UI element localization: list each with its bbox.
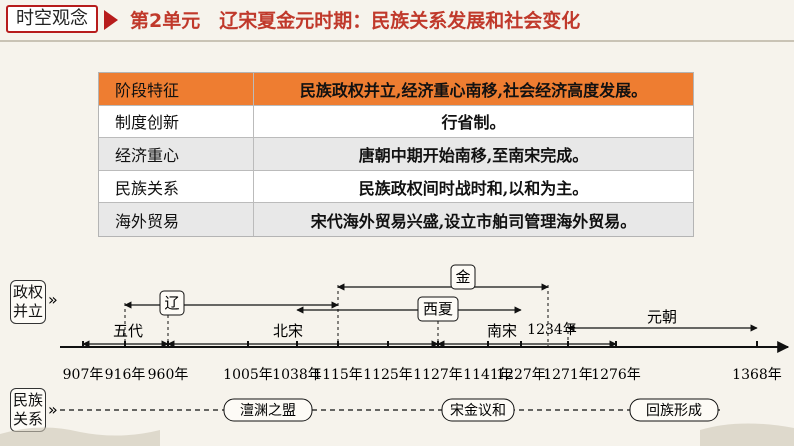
row-value: 宋代海外贸易兴盛,设立市舶司管理海外贸易。 xyxy=(310,211,637,231)
table-row: 制度创新 行省制。 xyxy=(99,105,693,139)
header-bar xyxy=(0,0,794,40)
regime-label: 五代 xyxy=(113,322,143,340)
year-label: 1141年 xyxy=(463,367,513,383)
row-label: 民族关系 xyxy=(99,170,254,203)
row-value: 民族政权间时战时和,以和为主。 xyxy=(358,178,589,198)
year-label: 1038年 xyxy=(272,367,322,383)
end-year-marker: 1234年 xyxy=(527,322,577,338)
table-row-header: 阶段特征 民族政权并立,经济重心南移,社会经济高度发展。 xyxy=(99,73,693,106)
row-value: 行省制。 xyxy=(441,113,506,133)
event-box xyxy=(223,398,313,422)
row-label: 经济重心 xyxy=(99,138,254,170)
event-box xyxy=(629,398,719,422)
section-badge: 时空观念 xyxy=(6,5,98,33)
header-divider xyxy=(0,40,794,42)
table-row: 海外贸易 宋代海外贸易兴盛,设立市舶司管理海外贸易。 xyxy=(99,203,693,236)
chevron-right-icon: » xyxy=(48,290,58,309)
regime-label: 北宋 xyxy=(273,322,303,340)
row-value: 民族政权并立,经济重心南移,社会经济高度发展。 xyxy=(299,80,648,100)
event-label: 宋金议和 xyxy=(450,403,506,419)
regime-box xyxy=(450,264,476,290)
regime-label: 西夏 xyxy=(423,300,453,318)
event-box xyxy=(441,398,515,422)
year-label: 960年 xyxy=(148,367,189,383)
year-label: 1276年 xyxy=(591,367,641,383)
row-label: 海外贸易 xyxy=(99,203,254,236)
regime-box xyxy=(159,290,185,316)
regime-label: 辽 xyxy=(164,294,179,312)
mountain-decoration xyxy=(0,423,794,446)
year-label: 1271年 xyxy=(543,367,593,383)
year-label: 1227年 xyxy=(496,367,546,383)
event-label: 回族形成 xyxy=(646,403,702,419)
summary-table: 阶段特征 民族政权并立,经济重心南移,社会经济高度发展。 制度创新 行省制。 经… xyxy=(98,72,694,237)
event-label: 澶渊之盟 xyxy=(240,402,296,419)
year-label: 1127年 xyxy=(413,367,463,383)
regimes-row-label: 政权并立 xyxy=(10,280,46,324)
row-label: 阶段特征 xyxy=(99,73,254,105)
year-label: 1115年 xyxy=(313,367,363,383)
regime-label: 元朝 xyxy=(647,308,677,326)
year-label: 1368年 xyxy=(732,367,782,383)
regime-label: 南宋 xyxy=(487,322,517,340)
relations-row-label: 民族关系 xyxy=(10,388,46,432)
year-label: 1125年 xyxy=(363,367,413,383)
row-label: 制度创新 xyxy=(99,105,254,138)
row-value: 唐朝中期开始南移,至南宋完成。 xyxy=(358,145,589,165)
table-row: 经济重心 唐朝中期开始南移,至南宋完成。 xyxy=(99,138,693,171)
table-row: 民族关系 民族政权间时战时和,以和为主。 xyxy=(99,170,693,204)
regime-box xyxy=(417,296,459,322)
chevron-right-icon: » xyxy=(48,400,58,419)
year-label: 907年 xyxy=(63,367,104,383)
year-label: 916年 xyxy=(105,367,146,383)
regime-label: 金 xyxy=(455,268,470,286)
unit-title: 第2单元 辽宋夏金元时期：民族关系发展和社会变化 xyxy=(130,10,581,32)
year-label: 1005年 xyxy=(223,367,273,383)
